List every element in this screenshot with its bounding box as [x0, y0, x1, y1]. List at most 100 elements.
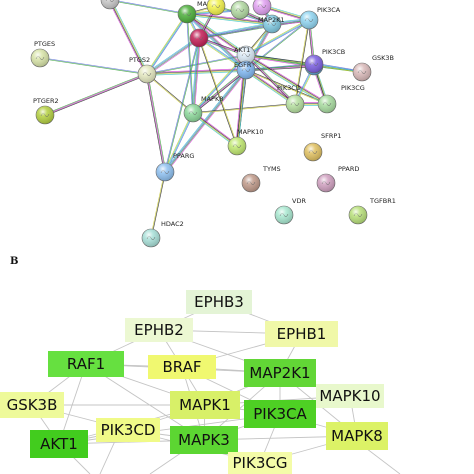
network-a-node[interactable]: PTGES — [30, 40, 55, 68]
network-a-edge — [246, 54, 328, 104]
network-a-edge — [246, 54, 296, 104]
network-a-node[interactable]: PTGER2 — [33, 97, 59, 125]
gene-node-ephb1[interactable]: EPHB1 — [265, 321, 338, 347]
network-a-edge — [245, 19, 310, 56]
node-gloss — [156, 163, 174, 181]
node-gloss — [36, 106, 54, 124]
network-a-edge — [146, 36, 199, 74]
network-a-node[interactable] — [206, 0, 226, 16]
network-a-node[interactable]: MAPK8 — [183, 95, 223, 123]
network-a-node[interactable] — [189, 28, 209, 48]
node-label: PIK3CB — [322, 48, 345, 56]
node-gloss — [178, 5, 196, 23]
network-a-edge — [164, 112, 194, 173]
node-label: MAPK8 — [201, 95, 223, 103]
network-a-edge — [39, 58, 147, 75]
node-gloss — [253, 0, 271, 15]
network-a-edge — [192, 54, 246, 113]
node-label: PTGES — [34, 40, 55, 48]
node-label: HDAC2 — [161, 220, 184, 228]
node-gloss — [101, 0, 119, 9]
network-a-edge — [147, 73, 167, 172]
node-label: MAP2K1 — [258, 16, 285, 24]
gene-node-mapk3[interactable]: MAPK3 — [170, 426, 238, 454]
gene-node-mapk10[interactable]: MAPK10 — [316, 384, 384, 408]
network-a-node[interactable] — [100, 0, 120, 10]
network-a-edge — [245, 54, 296, 105]
network-a-edge — [150, 171, 165, 238]
network-a-edge — [164, 37, 199, 172]
network-a-edge — [109, 0, 187, 15]
network-a-edge — [246, 20, 310, 57]
node-label: EGFR — [234, 61, 252, 69]
node-gloss — [242, 174, 260, 192]
gene-node-ephb3[interactable]: EPHB3 — [186, 290, 252, 314]
node-label: PPARD — [338, 165, 359, 173]
node-label: PTGS2 — [129, 56, 150, 64]
network-a-node[interactable]: HDAC2 — [141, 220, 184, 248]
gene-node-pik3cd[interactable]: PIK3CD — [96, 418, 160, 442]
node-gloss — [349, 206, 367, 224]
network-a-node[interactable]: PIK3CA — [299, 6, 341, 30]
string-network-panel: MAPK1MAP2K1PIK3CAAKT1PIK3CBEGFRGSK3BPIK3… — [30, 0, 396, 248]
node-gloss — [190, 29, 208, 47]
node-label: PPARG — [173, 152, 194, 160]
node-gloss — [228, 137, 246, 155]
gene-node-gsk3b[interactable]: GSK3B — [0, 392, 64, 418]
network-a-edge — [245, 55, 327, 106]
gene-node-ephb2[interactable]: EPHB2 — [125, 318, 193, 342]
network-a-node[interactable]: PPARD — [316, 165, 359, 193]
network-a-node[interactable]: VDR — [274, 197, 306, 225]
network-a-node[interactable]: TGFBR1 — [348, 197, 396, 225]
node-label: MAPK10 — [237, 128, 264, 136]
network-a-edge — [198, 38, 246, 72]
node-gloss — [300, 11, 318, 29]
gene-node-pik3cg[interactable]: PIK3CG — [228, 452, 292, 474]
gene-node-map2k1[interactable]: MAP2K1 — [244, 359, 316, 387]
network-a-node[interactable]: PIK3CG — [317, 84, 365, 114]
network-a-node[interactable]: GSK3B — [352, 54, 394, 82]
network-a-node[interactable] — [304, 54, 324, 74]
node-gloss — [275, 206, 293, 224]
network-a-edge — [146, 13, 188, 75]
network-a-edge — [146, 37, 199, 74]
network-a-edge — [245, 55, 327, 105]
network-a-edge — [192, 37, 199, 113]
network-a-node[interactable]: SFRP1 — [303, 132, 341, 162]
network-a-edge — [147, 38, 200, 76]
network-a-edge — [146, 74, 193, 114]
network-a-edge — [193, 104, 296, 114]
network-a-edge — [44, 73, 148, 116]
network-a-node[interactable]: PTGS2 — [129, 56, 157, 84]
network-a-nodes: MAPK1MAP2K1PIK3CAAKT1PIK3CBEGFRGSK3BPIK3… — [30, 0, 396, 248]
node-gloss — [304, 143, 322, 161]
network-a-node[interactable] — [252, 0, 272, 16]
gene-node-akt1[interactable]: AKT1 — [30, 430, 88, 458]
network-b-edge — [58, 413, 281, 445]
gene-node-raf1[interactable]: RAF1 — [48, 351, 124, 377]
network-a-edge — [186, 14, 272, 25]
gene-node-pik3ca[interactable]: PIK3CA — [244, 400, 316, 428]
network-a-edge — [294, 19, 309, 104]
gene-node-mapk1[interactable]: MAPK1 — [170, 391, 240, 419]
gene-node-mapk8[interactable]: MAPK8 — [326, 422, 388, 450]
network-a-node[interactable]: MAP2K1 — [258, 14, 285, 34]
node-label: AKT1 — [234, 46, 250, 54]
gene-node-braf[interactable]: BRAF — [148, 355, 216, 379]
network-a-node[interactable]: MAPK10 — [227, 128, 264, 156]
node-label: TGFBR1 — [369, 197, 396, 205]
network-a-node[interactable]: EGFR — [234, 60, 256, 80]
network-a-edge — [163, 112, 193, 172]
network-a-edge — [192, 103, 295, 113]
network-a-edge — [186, 14, 246, 71]
network-a-node[interactable] — [230, 0, 250, 20]
network-a-node[interactable]: PPARG — [155, 152, 194, 182]
node-gloss — [305, 55, 323, 73]
network-a-node[interactable]: PIK3CD — [277, 84, 305, 114]
network-a-edge — [246, 69, 296, 104]
network-a-edge — [186, 14, 272, 26]
network-a-edge — [108, 0, 147, 75]
node-gloss — [286, 95, 304, 113]
network-a-node[interactable]: TYMS — [241, 165, 281, 193]
